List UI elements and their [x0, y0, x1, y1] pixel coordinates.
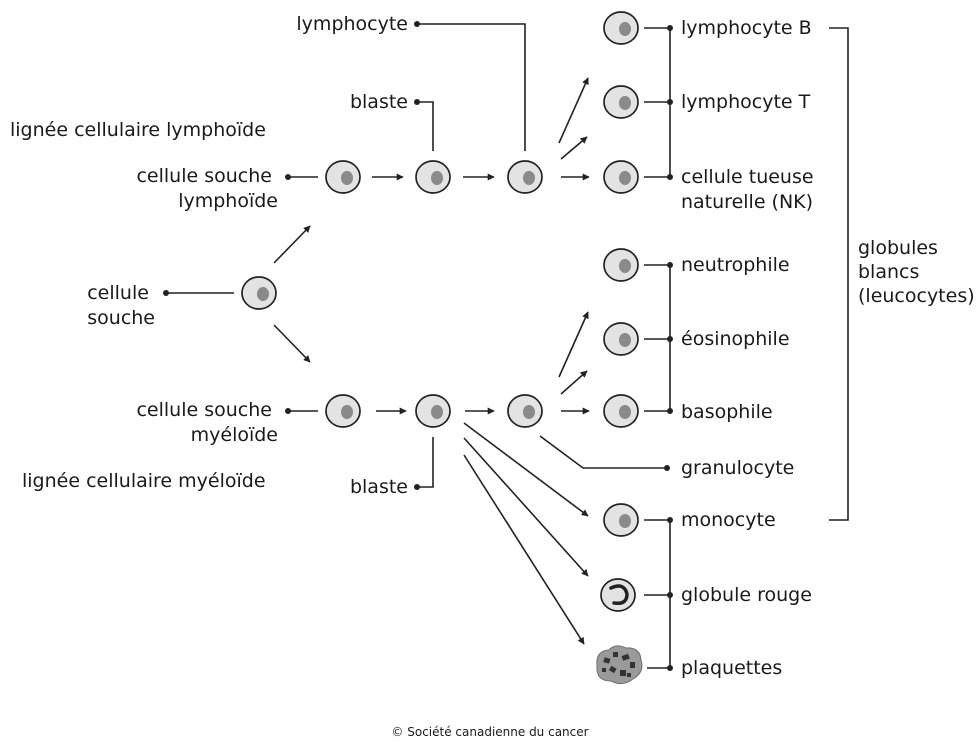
myeloid-lineage-label: lignée cellulaire myéloïde: [22, 470, 266, 492]
platelets-cluster: [596, 645, 643, 685]
eosinophil-cell: [603, 322, 639, 356]
lymphocyte-cell: [507, 160, 543, 194]
arrow-to-red-blood-cell: [463, 437, 589, 577]
granulocyte-connector: [539, 435, 667, 469]
white-blood-cells-bracket: [829, 27, 849, 521]
lymphoid-blast-cell: [415, 160, 451, 194]
arrow-to-eosinophil: [560, 370, 588, 395]
lymphoid-stem-cell-label: cellule souche lymphoïde: [136, 165, 278, 212]
monocyte-cell: [603, 503, 639, 537]
white-blood-cells-label: globules blancs (leucocytes): [858, 237, 975, 307]
arrow-to-platelets: [463, 454, 585, 645]
nk-cell-label: cellule tueuse naturelle (NK): [681, 166, 820, 213]
lymphoid-blast-label: blaste: [350, 91, 408, 113]
myeloid-blast-cell: [415, 394, 451, 428]
lymphocyte-label: lymphocyte: [296, 13, 408, 35]
lymphoid-lineage-label: lignée cellulaire lymphoïde: [10, 119, 266, 141]
label-connectors: [163, 21, 673, 671]
nk-cell: [603, 160, 639, 194]
lymphoid-stem-cell: [325, 160, 361, 194]
neutrophil-cell: [603, 248, 639, 282]
arrow-to-b-lymphocyte: [558, 77, 589, 144]
stem-cell: [241, 276, 277, 310]
arrow-to-neutrophil: [558, 311, 589, 378]
arrow-stem-to-myeloid: [273, 324, 311, 363]
arrow-to-monocyte: [463, 422, 589, 517]
basophil-cell: [603, 394, 639, 428]
arrow-stem-to-lymphoid: [273, 225, 311, 264]
stem-cell-label: cellule souche: [87, 282, 155, 329]
granulocyte-label: granulocyte: [681, 457, 794, 479]
t-lymphocyte-label: lymphocyte T: [681, 91, 811, 113]
t-lymphocyte-cell: [603, 85, 639, 119]
neutrophil-label: neutrophile: [681, 254, 790, 276]
myeloid-blast-label: blaste: [350, 476, 408, 498]
basophil-label: basophile: [681, 401, 773, 423]
arrow-to-t-lymphocyte: [560, 136, 588, 160]
eosinophil-label: éosinophile: [681, 328, 790, 350]
myeloid-progenitor-cell: [507, 394, 543, 428]
platelets-label: plaquettes: [681, 657, 782, 679]
myeloid-stem-cell: [325, 394, 361, 428]
copyright-credit: © Société canadienne du cancer: [391, 725, 588, 739]
b-lymphocyte-label: lymphocyte B: [681, 17, 812, 39]
myeloid-stem-cell-label: cellule souche myéloïde: [136, 399, 278, 446]
b-lymphocyte-cell: [603, 11, 639, 45]
red-blood-cell-label: globule rouge: [681, 584, 812, 606]
monocyte-label: monocyte: [681, 509, 776, 531]
red-blood-cell: [600, 578, 636, 612]
